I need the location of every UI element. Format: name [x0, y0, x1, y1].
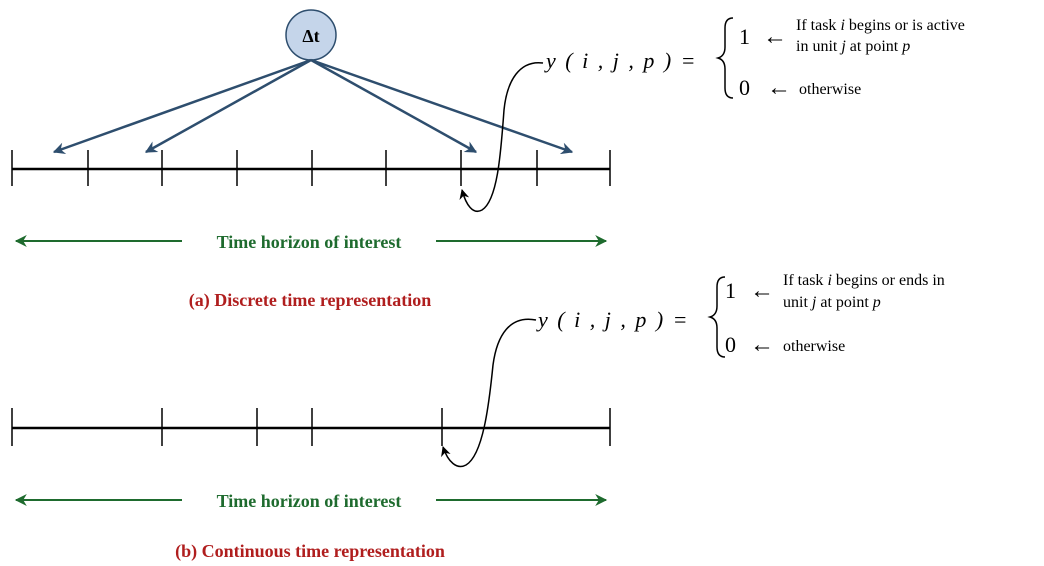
discrete-horizon: Time horizon of interest	[14, 230, 608, 252]
continuous-eq-zero-value: 0	[725, 332, 736, 357]
discrete-eq-one-value: 1	[739, 24, 750, 49]
discrete-caption: (a) Discrete time representation	[189, 290, 431, 311]
discrete-eq-lhs: y ( i , j , p ) =	[544, 48, 698, 73]
continuous-eq-one-value: 1	[725, 278, 736, 303]
continuous-connector-arrow	[441, 318, 537, 468]
discrete-eq-one-desc-line1: If task i begins or is active	[796, 17, 965, 34]
continuous-eq-zero-arrow: ←	[750, 332, 774, 358]
discrete-eq-one-arrow: ←	[763, 24, 787, 50]
discrete-equation: y ( i , j , p ) = 1 ← If task i begins o…	[544, 17, 965, 101]
discrete-eq-zero-desc: otherwise	[799, 81, 861, 98]
delta-t-node: Δt	[285, 9, 337, 61]
continuous-eq-one-desc-line2: unit j at point p	[783, 294, 881, 311]
continuous-eq-lhs: y ( i , j , p ) =	[536, 307, 690, 332]
continuous-horizon: Time horizon of interest	[14, 489, 608, 511]
discrete-section: Δt Time horizon of inte	[11, 9, 965, 311]
discrete-horizon-label-bg	[182, 230, 436, 252]
delta-arrow-4	[310, 58, 574, 155]
continuous-eq-one-desc-line1: If task i begins or ends in	[783, 272, 945, 289]
delta-arrow-1	[52, 58, 312, 155]
discrete-eq-zero-arrow: ←	[767, 75, 791, 101]
continuous-timeline	[11, 408, 611, 446]
continuous-eq-zero-desc: otherwise	[783, 338, 845, 355]
continuous-horizon-label-bg	[182, 489, 436, 511]
discrete-horizon-label: Time horizon of interest	[217, 232, 402, 252]
continuous-equation: y ( i , j , p ) = 1 ← If task i begins o…	[536, 272, 945, 358]
delta-arrow-3	[310, 58, 478, 154]
continuous-caption: (b) Continuous time representation	[175, 541, 445, 562]
continuous-eq-brace	[707, 276, 726, 358]
continuous-eq-one-arrow: ←	[750, 278, 774, 304]
discrete-eq-brace	[715, 17, 734, 99]
discrete-connector-arrow	[459, 62, 544, 212]
discrete-eq-zero-value: 0	[739, 75, 750, 100]
delta-t-label: Δt	[302, 26, 319, 46]
discrete-timeline	[11, 150, 611, 186]
continuous-horizon-label: Time horizon of interest	[217, 491, 402, 511]
discrete-eq-one-desc-line2: in unit j at point p	[796, 38, 910, 55]
continuous-section: Time horizon of interest (b) Continuous …	[11, 272, 945, 562]
delta-arrow-2	[144, 58, 312, 154]
delta-arrows	[52, 58, 574, 155]
